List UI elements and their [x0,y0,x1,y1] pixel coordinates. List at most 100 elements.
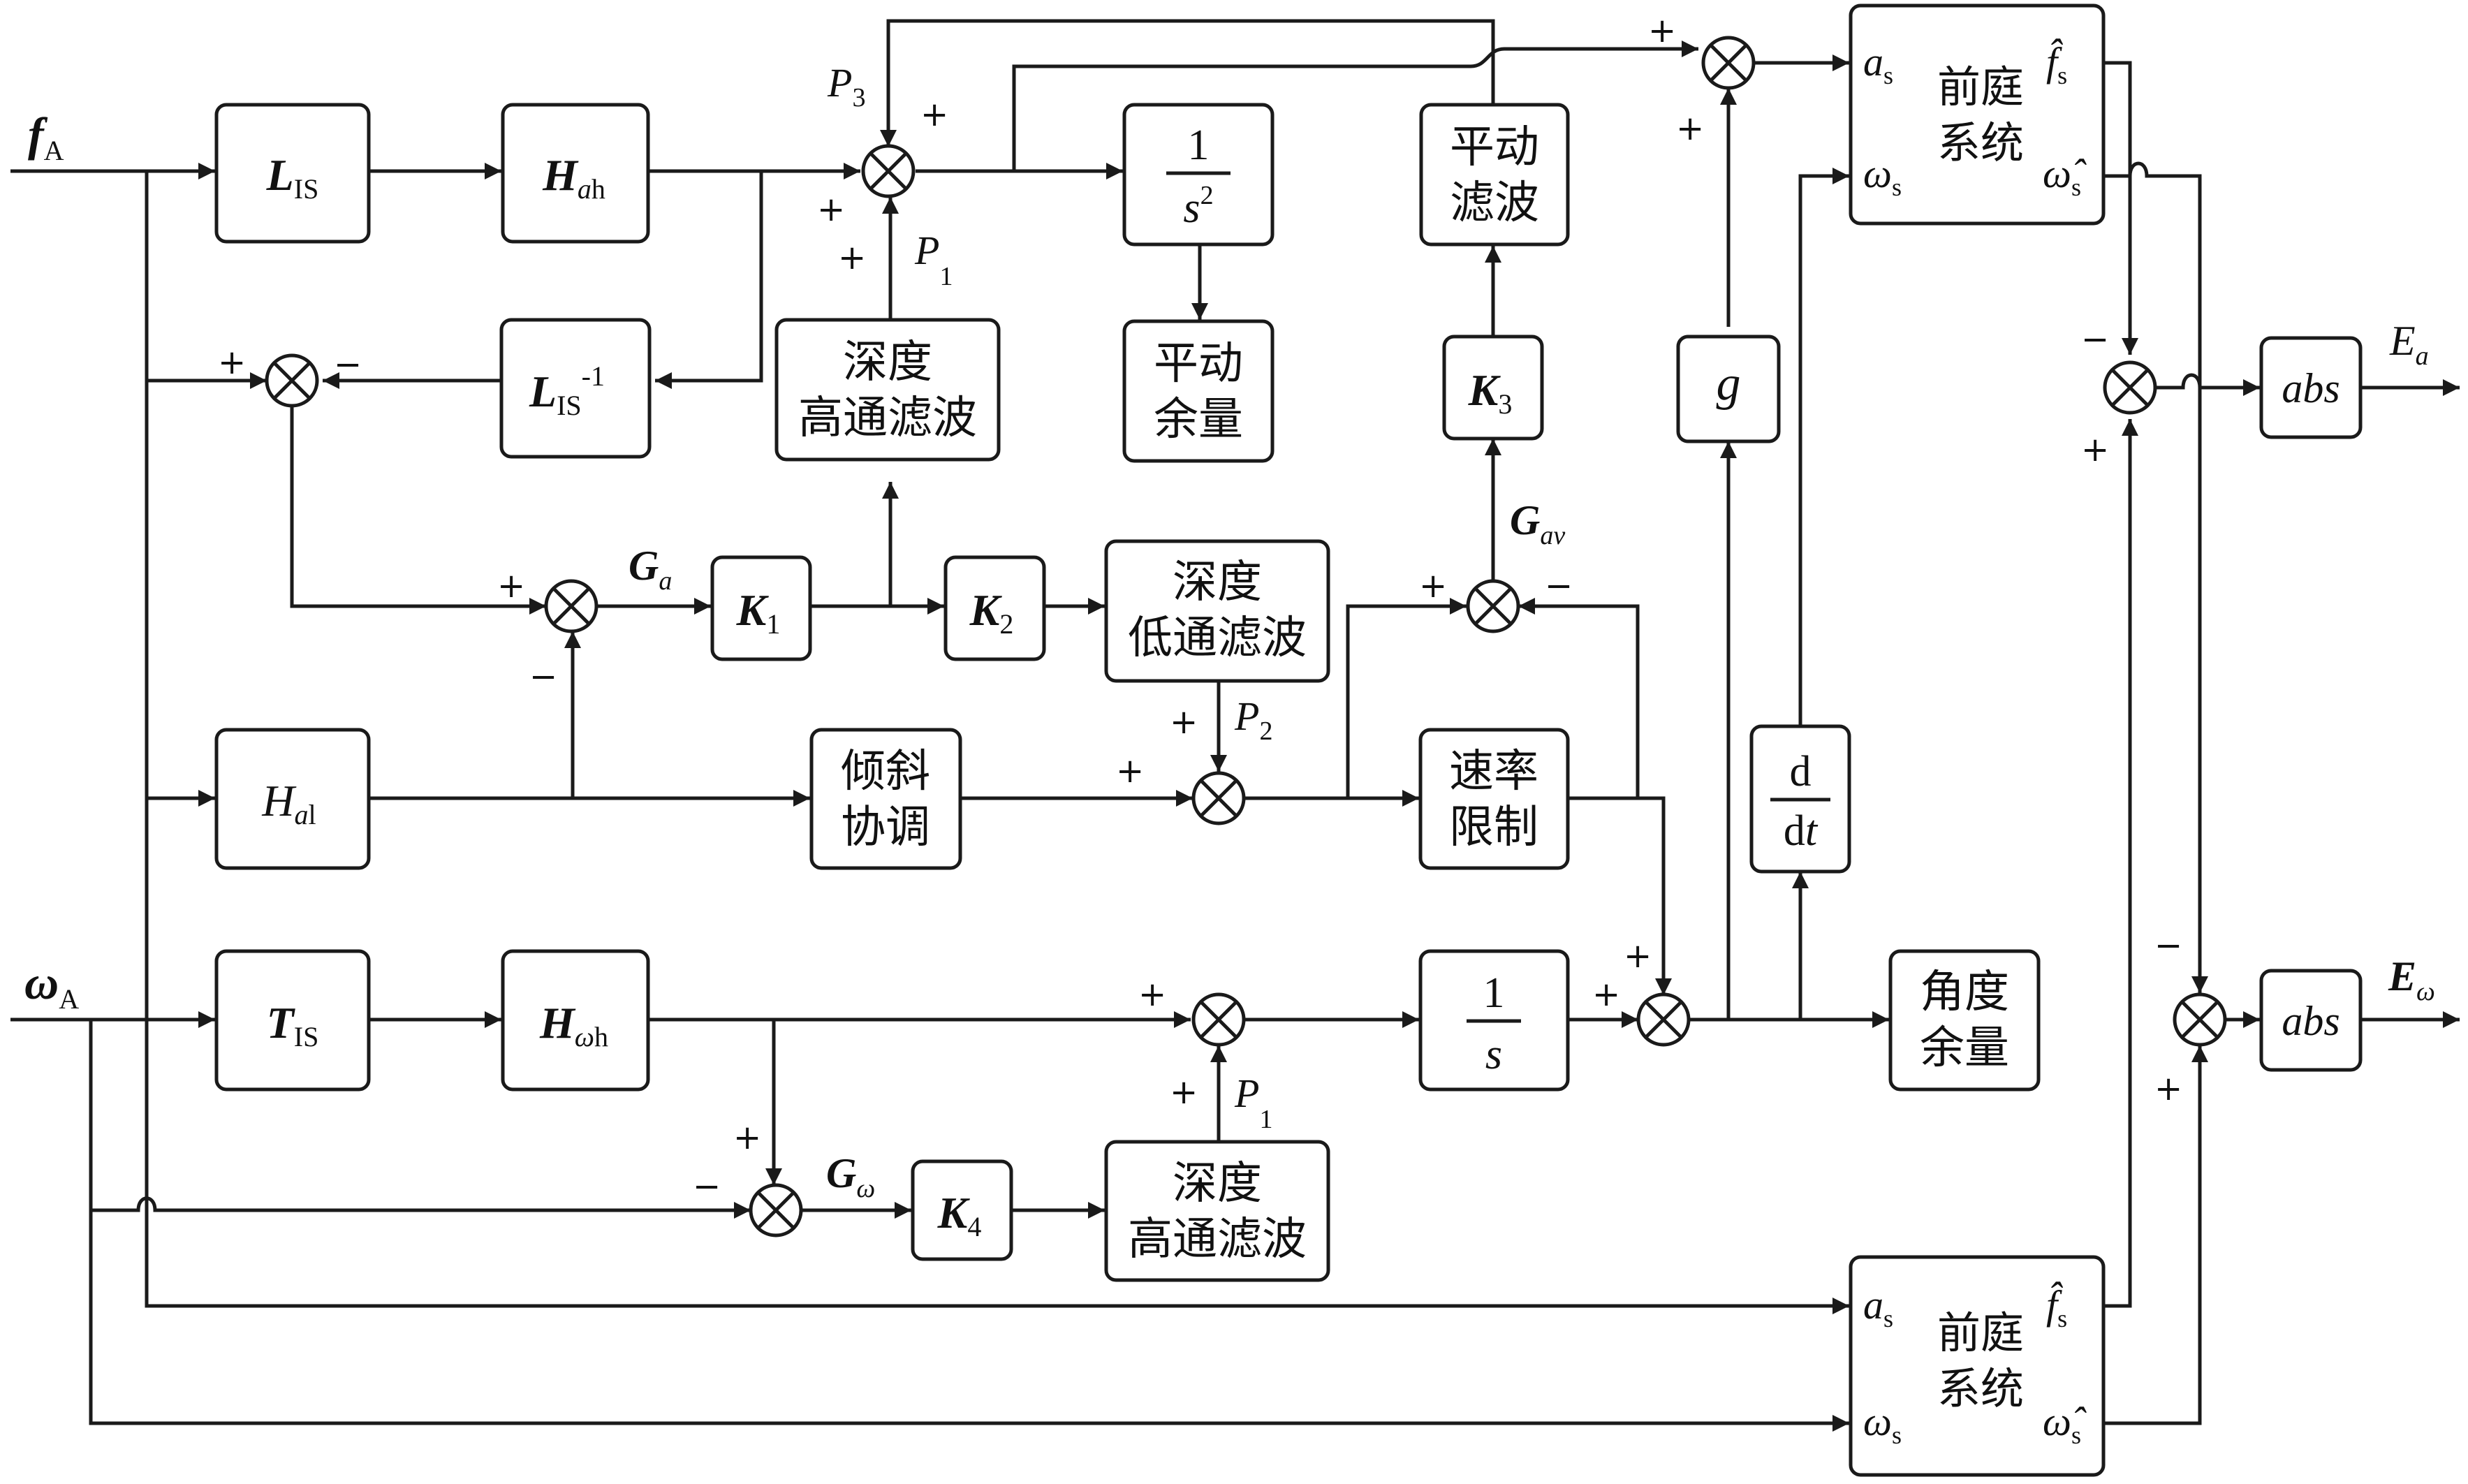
sign-plus: + [1116,751,1144,791]
block-derivative: d dt [1749,724,1851,874]
svg-text:前庭: 前庭 [1937,1307,2024,1358]
sign-plus: + [1138,975,1166,1014]
svg-text:平动: 平动 [1450,122,1539,173]
signal-P3-label: P3 [827,60,865,112]
block-K4: K4 [911,1159,1013,1261]
sign-plus: + [218,343,246,382]
sum-junction-gw [749,1183,803,1237]
sum-junction-w [1191,992,1246,1047]
wire-sum-top-to-sum-va [1012,41,1698,171]
svg-text:系统: 系统 [1937,1363,2024,1414]
output-Ea-label: Ea [2389,318,2429,371]
block-T-IS: TIS [214,949,371,1092]
sign-plus: + [1592,975,1620,1014]
svg-text:速率: 速率 [1449,746,1538,798]
block-H-wh: Hωh [501,949,650,1092]
svg-text:abs: abs [2282,998,2340,1044]
svg-text:深度: 深度 [1173,1158,1262,1210]
block-deep-highpass-filter-1: 深度 高通滤波 [774,318,1001,462]
block-vestibular-system-top: as ωs 前庭 系统 f̂s ω̂s [1849,3,2106,226]
wire-what-bottom-to-sum-ew [2103,1045,2208,1425]
signal-labels: fA ωA P3 P1 P2 P1 Ga Gav Gω Ea Eω [24,60,2435,1203]
svg-text:深度: 深度 [1173,557,1262,608]
sign-minus: − [529,657,557,696]
sign-plus: + [2081,430,2109,469]
svg-text:Hal: Hal [261,776,316,830]
signal-P1-top-label: P1 [914,228,953,291]
summing-junctions [265,36,2227,1237]
svg-text:s: s [1485,1031,1502,1078]
sum-junction-top [861,144,916,198]
sign-plus: + [838,238,866,277]
block-abs-w: abs [2259,969,2363,1072]
output-Ew-label: Eω [2388,953,2435,1006]
svg-text:深度: 深度 [843,337,932,388]
svg-text:as: as [1863,1282,1893,1332]
sum-junction-ea [2103,360,2157,415]
svg-text:平动: 平动 [1154,338,1243,390]
svg-text:Hωh: Hωh [539,998,608,1052]
svg-text:限制: 限制 [1449,802,1538,853]
sign-plus: + [1624,936,1652,976]
sign-plus: + [2154,1069,2182,1108]
block-translation-filter: 平动 滤波 [1419,103,1570,247]
block-L-IS-inverse: LIS-1 [499,318,652,459]
signal-wires [10,19,2460,1432]
sign-plus: + [1170,1073,1198,1112]
svg-text:高通滤波: 高通滤波 [798,392,977,444]
sign-minus: − [693,1167,721,1206]
svg-text:K2: K2 [969,585,1014,640]
wire-wA-to-sum-gw [91,1196,751,1219]
wire-fhat-top-to-sum-ea [2103,61,2138,355]
sign-plus: + [497,566,525,605]
input-wA-label: ωA [24,956,79,1015]
signal-P2-label: P2 [1234,693,1272,746]
svg-text:系统: 系统 [1937,117,2024,168]
sum-junction-a [265,353,319,408]
svg-text:余量: 余量 [1154,394,1243,446]
wire-fhat-bottom-to-sum-ea [2103,419,2138,1308]
sign-minus: − [1545,566,1573,605]
svg-text:K1: K1 [736,585,781,640]
sign-plus: + [733,1118,761,1157]
junction-signs: + + + + − + − + − + + + + + + + + + − − … [218,11,2182,1206]
svg-text:高通滤波: 高通滤波 [1128,1214,1307,1265]
wire-Hah-to-LIS-inv [655,171,763,389]
svg-text:d: d [1790,748,1812,795]
svg-text:前庭: 前庭 [1937,61,2024,112]
block-deep-highpass-filter-2: 深度 高通滤波 [1104,1140,1330,1282]
block-integrator: 1 s [1418,949,1570,1092]
block-abs-a: abs [2259,336,2363,439]
svg-text:abs: abs [2282,365,2340,411]
wire-rate-to-sum-gav [1518,598,1640,798]
svg-text:g: g [1717,357,1741,411]
svg-text:K3: K3 [1468,365,1513,420]
svg-text:Hah: Hah [542,150,605,205]
wire-what-top-to-sum-ew [2103,161,2208,993]
wire-fA-to-vestibular-bottom [145,171,1849,1314]
block-L-IS: LIS [214,103,371,244]
wire-trans-filter-to-sum-top [880,19,1495,147]
wire-sum-p2-to-sum-gav [1346,598,1467,798]
svg-text:1: 1 [1483,969,1505,1017]
block-tilt-coordination: 倾斜 协调 [809,728,962,870]
signal-Gav-label: Gav [1510,497,1565,550]
block-K1: K1 [710,555,812,661]
sign-minus: − [334,345,362,384]
sign-plus: + [1170,703,1198,742]
signal-Gw-label: Gω [826,1150,875,1203]
sum-junction-ew [2173,992,2227,1047]
svg-text:TIS: TIS [267,998,319,1052]
signal-P1-bottom-label: P1 [1234,1071,1272,1134]
svg-text:LIS: LIS [266,150,319,205]
sum-junction-ga [544,579,598,633]
svg-text:角度: 角度 [1920,967,2009,1018]
svg-text:K4: K4 [937,1188,982,1242]
block-rate-limit: 速率 限制 [1418,728,1570,870]
sign-minus: − [2154,926,2182,965]
input-fA-label: fA [28,108,64,166]
wire-ddt-to-vestibular-top [1798,168,1849,726]
block-angle-margin: 角度 余量 [1888,949,2041,1092]
sign-plus: + [920,95,948,134]
